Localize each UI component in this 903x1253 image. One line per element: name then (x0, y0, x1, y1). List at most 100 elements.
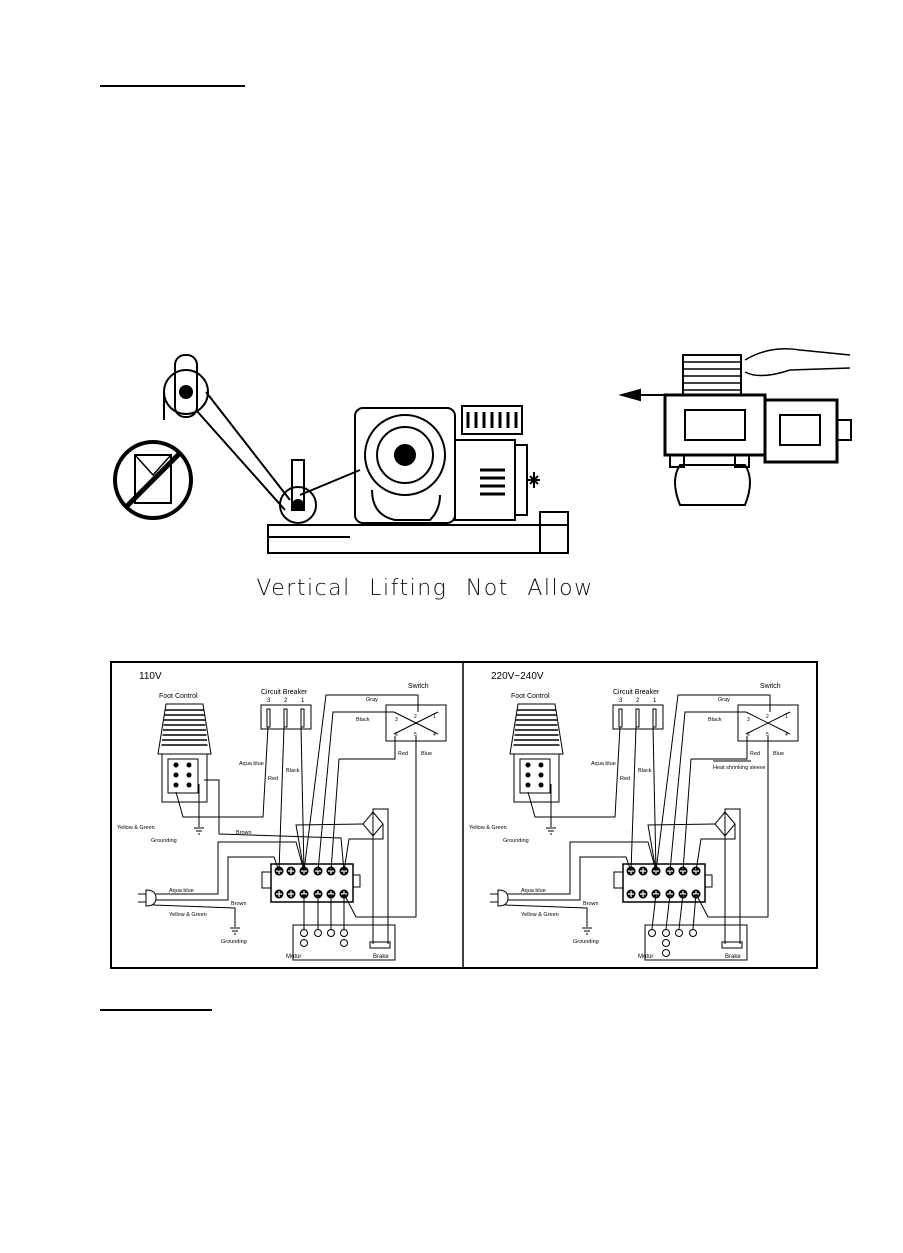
motor-terminal (675, 929, 683, 937)
blue-switch-wire (343, 736, 417, 918)
terminal-screw-slot (640, 868, 646, 874)
black-switch-wire (669, 711, 746, 872)
brown-foot-wire (204, 779, 345, 872)
motor-terminal (300, 939, 308, 947)
breaker-slot (635, 708, 640, 728)
brake-label: Brake (725, 954, 741, 960)
black-label: Black (286, 768, 300, 774)
switch-terminal-number: 2 (766, 714, 769, 720)
foot-control-terminals (167, 758, 199, 794)
breaker-number: 1 (653, 698, 657, 704)
foot-control-terminals (519, 758, 551, 794)
foot-terminal-screw (173, 772, 179, 778)
winch-top-view-illustration (618, 348, 852, 506)
wiring-frame (110, 661, 818, 969)
foot-terminal-screw (186, 762, 192, 768)
terminal-screw-slot (640, 891, 646, 897)
yellow-green-cord-wire (504, 904, 588, 927)
ground-symbol (230, 927, 240, 935)
yellow-green-cord-label: Yellow & Green (169, 912, 207, 918)
motor-terminal (648, 929, 656, 937)
yellow-green-cord-wire (152, 904, 236, 927)
breaker-slot (283, 708, 288, 728)
foot-terminal-screw (186, 772, 192, 778)
wiring-panel-220v: 220V~240V Foot Control Circuit Breaker 3 2 1 S… (469, 671, 799, 961)
terminal-screw-slot (628, 891, 634, 897)
no-lifting-symbol (113, 440, 193, 520)
motor-terminal (327, 929, 335, 937)
diode-wire (647, 823, 716, 872)
motor-lead (651, 893, 657, 930)
motor-lead (665, 893, 671, 930)
illustrations (113, 348, 852, 554)
motor-terminal (314, 929, 322, 937)
breaker-number: 1 (301, 698, 305, 704)
red-switch-label: Red (750, 751, 760, 757)
red-switch-wire (682, 736, 748, 872)
yellow-green-foot-label: Yellow & Green (117, 825, 155, 831)
gray-wire (303, 694, 419, 872)
foot-terminal-screw (173, 782, 179, 788)
red-breaker-wire (278, 726, 285, 872)
terminal-screw-slot (288, 868, 294, 874)
blue-switch-wire (695, 736, 769, 918)
aqua-blue-cord-wire (508, 841, 657, 895)
black-switch-wire (317, 711, 394, 872)
foot-control-box (513, 753, 560, 803)
yellow-green-foot-label: Yellow & Green (469, 825, 507, 831)
black-breaker-wire (652, 726, 657, 872)
switch-label: Switch (760, 683, 781, 690)
motor-terminal (300, 929, 308, 937)
brake-wire-right (372, 808, 389, 944)
foot-control-box (161, 753, 208, 803)
heat-sleeve-label: Heat shrinking sleeve (713, 765, 766, 771)
yellow-green-cord-label: Yellow & Green (521, 912, 559, 918)
breaker-slot (618, 708, 623, 728)
switch-terminal-number: 5 (414, 732, 417, 738)
brown-cord-label: Brown (583, 901, 599, 907)
motor-terminal (340, 929, 348, 937)
brown-cord-label: Brown (231, 901, 247, 907)
voltage-label: 110V (139, 671, 162, 682)
diode-wire (343, 824, 384, 872)
aqua-blue-label: Aqua blue (239, 761, 264, 767)
diode-wire (695, 824, 736, 872)
motor-lead (692, 893, 697, 930)
foot-terminal-screw (186, 782, 192, 788)
switch-contact-line (393, 711, 439, 735)
brown-cord-wire (156, 856, 280, 901)
black-switch-label: Black (708, 717, 722, 723)
circuit-breaker-label: Circuit Breaker (613, 689, 660, 696)
heading-underline-bottom (100, 1009, 212, 1011)
brown-cord-wire (508, 856, 632, 901)
switch-terminal-number: 4 (785, 732, 788, 738)
aqua-blue-breaker-wire (527, 726, 621, 818)
brake-coil (369, 941, 391, 949)
breaker-number: 2 (636, 698, 640, 704)
hand-icon (744, 348, 851, 377)
brown-foot-label: Brown (236, 830, 252, 836)
breaker-slot (300, 708, 305, 728)
switch-terminal-number: 3 (747, 717, 750, 723)
switch-terminal-number: 4 (433, 732, 436, 738)
circuit-breaker-box (260, 704, 312, 730)
motor-label: Motor (638, 954, 653, 960)
switch-terminal-number: 3 (395, 717, 398, 723)
terminal-mount-tab (613, 871, 624, 889)
switch-terminal-number: 1 (433, 714, 436, 720)
motor-terminal (662, 939, 670, 947)
aqua-blue-cord-wire (156, 841, 305, 895)
switch-terminal-number: 6 (395, 732, 398, 738)
brake-coil (721, 941, 743, 949)
foot-control-label: Foot Control (159, 693, 198, 700)
red-label: Red (620, 776, 630, 782)
motor-box (644, 924, 748, 961)
foot-control-pedal (157, 703, 212, 755)
blue-switch-label: Blue (421, 751, 432, 757)
foot-control-label: Foot Control (511, 693, 550, 700)
voltage-label: 220V~240V (491, 671, 544, 682)
switch-terminal-number: 6 (747, 732, 750, 738)
ground-symbol (194, 827, 204, 835)
switch-contact-line (745, 711, 791, 735)
